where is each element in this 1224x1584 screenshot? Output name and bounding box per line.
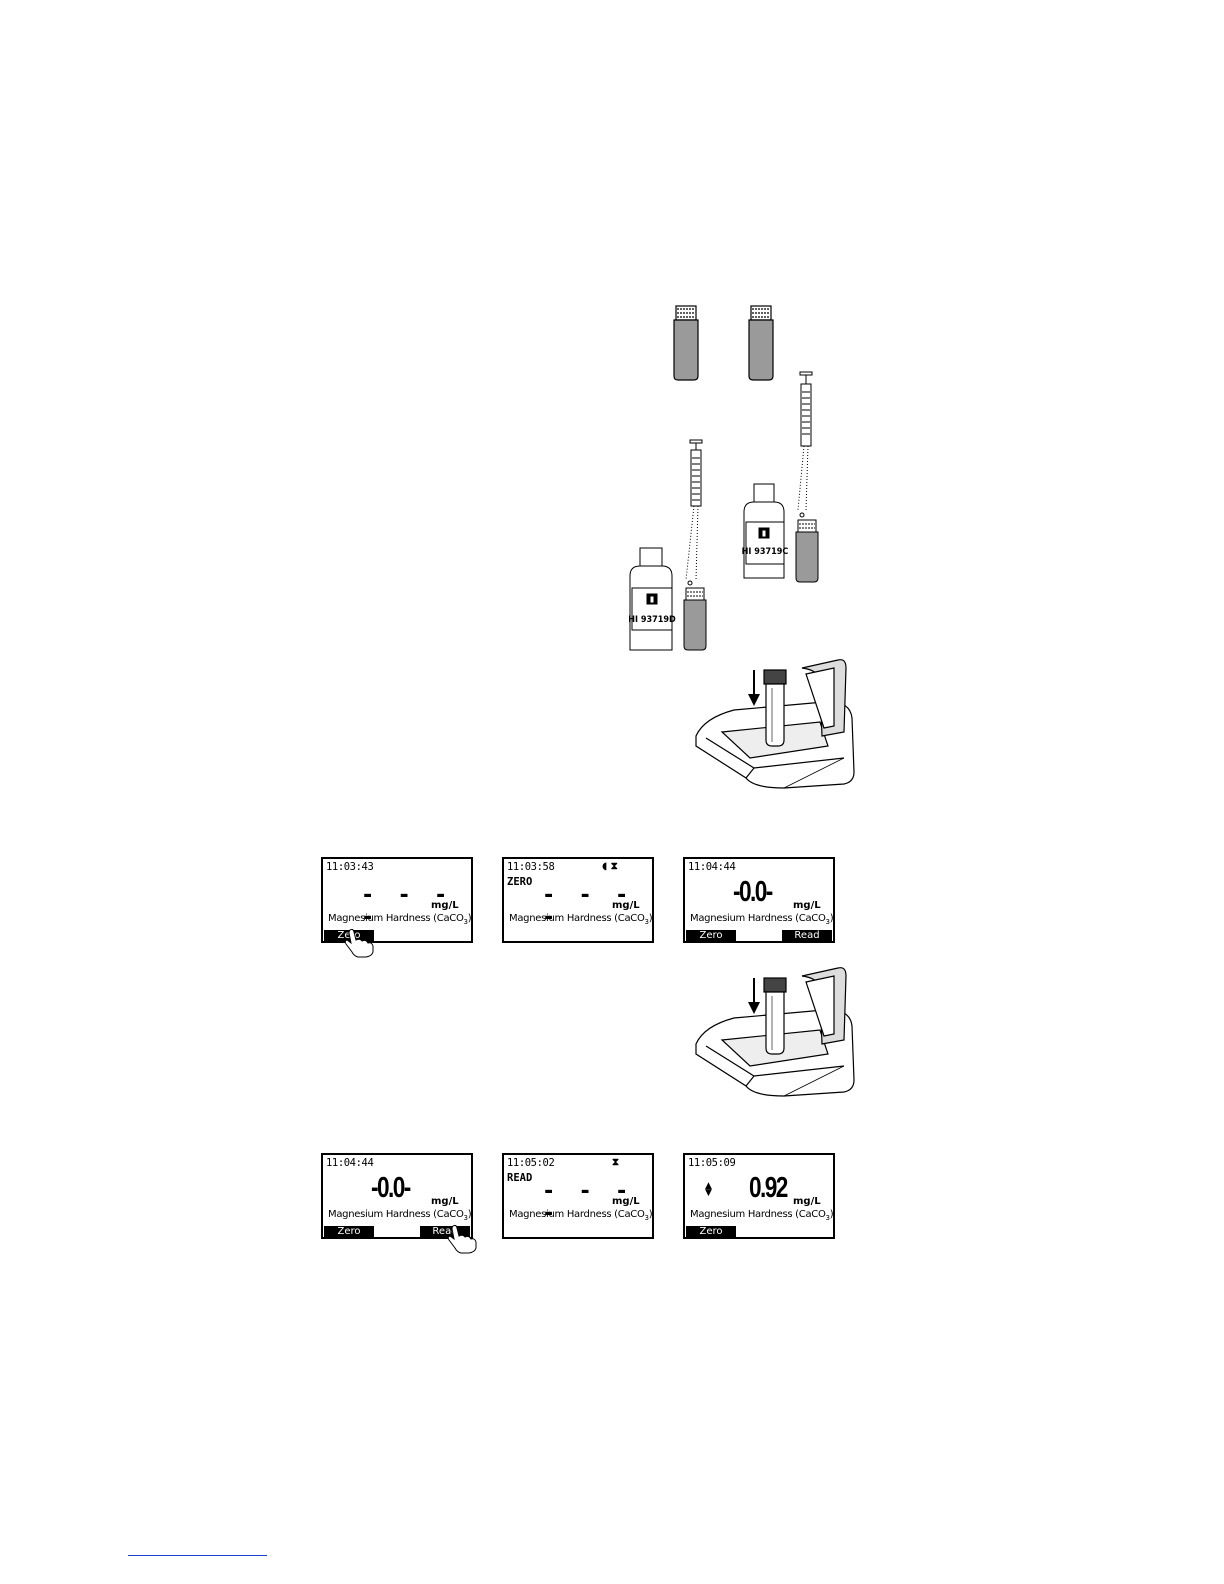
syringe-icon [685, 439, 703, 586]
unit-label: mg/L [431, 1196, 459, 1207]
pointing-hand-icon [447, 1224, 477, 1254]
lcd-screen-result: 11:05:09 ▲▼ 0.92 mg/L Magnesium Hardness… [683, 1153, 835, 1239]
zero-key[interactable]: Zero [324, 1226, 374, 1238]
reading-value: -0.0- [371, 1172, 411, 1204]
unit-label: mg/L [612, 900, 640, 911]
screen-state: ZERO [507, 876, 533, 888]
screen-time: 11:05:09 [688, 1157, 736, 1169]
unit-label: mg/L [793, 1196, 821, 1207]
screen-state: READ [507, 1172, 533, 1184]
lamp-and-hourglass-icon: ◖ ⧗ [602, 861, 618, 872]
pointing-hand-icon [344, 928, 374, 958]
reagent-bottle-d-label: HI 93719D [628, 615, 676, 625]
reagent-bottle-d [629, 547, 673, 651]
parameter-label: Magnesium Hardness (CaCO3) [509, 1209, 653, 1222]
screen-time: 11:03:58 [507, 861, 555, 873]
cuvette-d [683, 587, 707, 651]
parameter-label: Magnesium Hardness (CaCO3) [328, 913, 472, 926]
cuvette-c [795, 519, 819, 583]
unit-label: mg/L [612, 1196, 640, 1207]
cuvettes-illustration [673, 305, 774, 381]
reagent-bottle-c [743, 483, 785, 579]
screen-time: 11:04:44 [326, 1157, 374, 1169]
reading-placeholder: - - - - [361, 883, 453, 930]
reagent-c-illustration: HI 93719C [742, 371, 819, 583]
unit-label: mg/L [431, 900, 459, 911]
down-arrow-icon [748, 978, 760, 1014]
reading-placeholder: - - - - [542, 883, 634, 930]
unit-label: mg/L [793, 900, 821, 911]
lcd-screen-zeroing: 11:03:58 ◖ ⧗ ZERO - - - - mg/L Magnesium… [502, 857, 654, 943]
parameter-label: Magnesium Hardness (CaCO3) [690, 1209, 834, 1222]
meter-insert-illustration-2 [695, 967, 855, 1097]
reading-value: -0.0- [733, 876, 773, 908]
parameter-label: Magnesium Hardness (CaCO3) [690, 913, 834, 926]
lcd-screen-reading: 11:05:02 ⧗ READ - - - - mg/L Magnesium H… [502, 1153, 654, 1239]
lcd-screen-zero-done: 11:04:44 -0.0- mg/L Magnesium Hardness (… [683, 857, 835, 943]
reagent-bottle-c-label: HI 93719C [742, 547, 789, 557]
lcd-screen-zero-prompt: 11:03:43 - - - - mg/L Magnesium Hardness… [321, 857, 473, 943]
cuvette-right [748, 305, 774, 381]
parameter-label: Magnesium Hardness (CaCO3) [509, 913, 653, 926]
syringe-icon [797, 371, 813, 518]
read-key[interactable]: Read [782, 930, 832, 942]
screen-time: 11:04:44 [688, 861, 736, 873]
zero-key[interactable]: Zero [686, 930, 736, 942]
reading-placeholder: - - - - [542, 1179, 634, 1226]
lcd-screen-read-prompt: 11:04:44 -0.0- mg/L Magnesium Hardness (… [321, 1153, 473, 1239]
screen-time: 11:03:43 [326, 861, 374, 873]
hourglass-icon: ⧗ [612, 1157, 620, 1168]
zero-key[interactable]: Zero [686, 1226, 736, 1238]
up-down-arrow-icon[interactable]: ▲▼ [705, 1181, 712, 1198]
footer-rule [128, 1555, 267, 1556]
reagent-d-illustration: HI 93719D [628, 439, 707, 651]
screen-time: 11:05:02 [507, 1157, 555, 1169]
reading-value: 0.92 [749, 1172, 788, 1204]
cuvette-left [673, 305, 699, 381]
meter-insert-illustration-1 [695, 659, 855, 789]
parameter-label: Magnesium Hardness (CaCO3) [328, 1209, 472, 1222]
down-arrow-icon [748, 670, 760, 706]
